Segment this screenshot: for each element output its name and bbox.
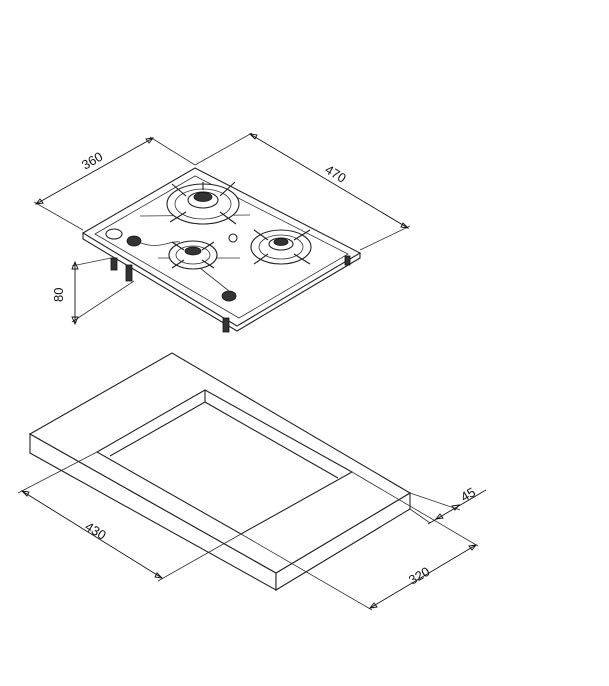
dimension-430: 430 [17, 451, 242, 582]
igniter [228, 233, 238, 243]
label-360: 360 [79, 149, 105, 173]
label-430: 430 [82, 519, 108, 543]
cutout-inner-wall [109, 390, 339, 479]
hob-feet [110, 255, 351, 333]
dimension-45: 45 [409, 484, 487, 525]
label-45: 45 [458, 484, 478, 504]
hob-plate-border [94, 175, 349, 319]
dimension-360: 360 [33, 136, 196, 231]
label-80: 80 [51, 288, 66, 302]
burner-back [166, 181, 240, 225]
dimension-80: 80 [51, 257, 135, 326]
hob-plate [81, 167, 362, 327]
burner-left [168, 240, 218, 270]
gas-hob [81, 167, 362, 333]
label-470: 470 [322, 162, 348, 186]
burner-right [250, 229, 312, 265]
countertop-cutout [28, 352, 412, 591]
control-knobs [105, 228, 237, 302]
